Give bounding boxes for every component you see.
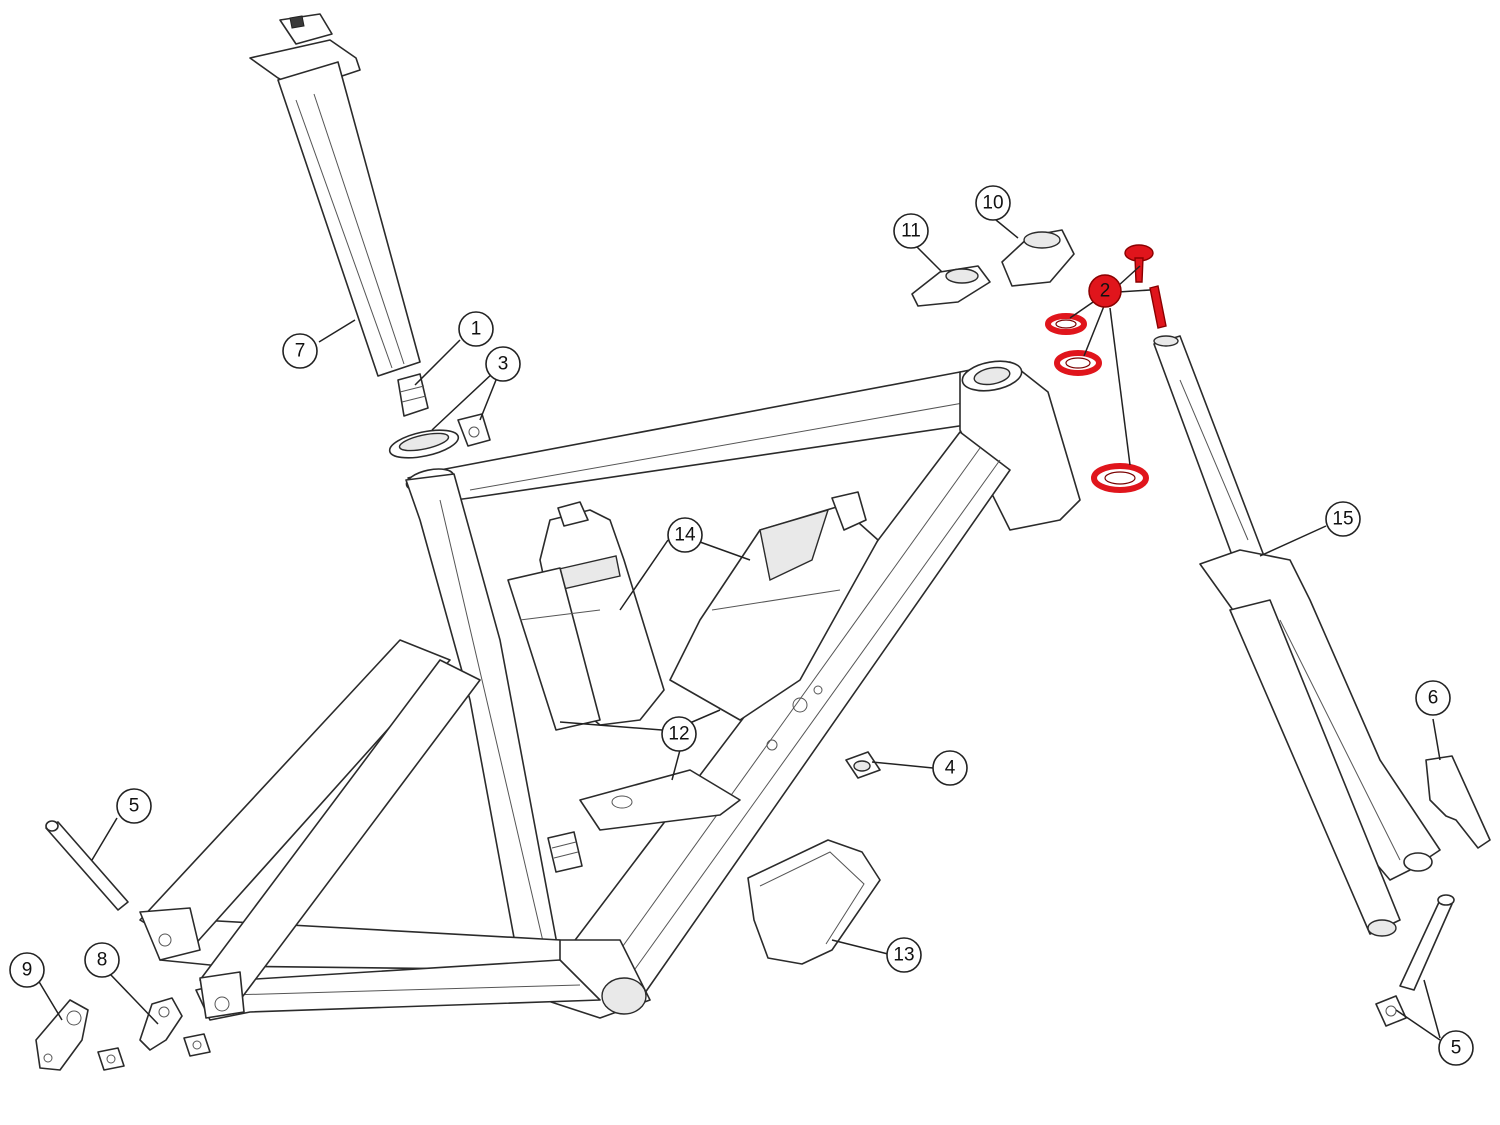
- svg-text:14: 14: [674, 525, 696, 546]
- aero-bottle-part: [669, 491, 879, 721]
- seatpost-wedge-part: [397, 373, 429, 417]
- svg-text:3: 3: [498, 354, 509, 375]
- callout-14: 14: [667, 517, 703, 553]
- fork-part: [1153, 335, 1441, 937]
- svg-text:15: 15: [1332, 509, 1353, 530]
- callout-8: 8: [84, 942, 120, 978]
- derailleur-hanger-9-part: [35, 999, 125, 1071]
- svg-text:4: 4: [945, 758, 956, 779]
- fork-guard-part: [1425, 755, 1491, 849]
- callout-5-front: 5: [1438, 1030, 1474, 1066]
- callout-9: 9: [9, 952, 45, 988]
- svg-text:2: 2: [1100, 281, 1111, 302]
- callout-7: 7: [282, 333, 318, 369]
- callout-3: 3: [485, 346, 521, 382]
- svg-text:8: 8: [97, 950, 108, 971]
- svg-text:12: 12: [668, 724, 689, 745]
- derailleur-mount-part: [547, 831, 583, 873]
- derailleur-hanger-8-part: [139, 997, 211, 1057]
- callout-13: 13: [886, 937, 922, 973]
- seatpost-part: [249, 13, 421, 377]
- svg-text:11: 11: [901, 221, 921, 242]
- svg-text:1: 1: [471, 319, 482, 340]
- callout-10: 10: [975, 185, 1011, 221]
- callout-4: 4: [932, 750, 968, 786]
- front-thru-axle-part: [1375, 894, 1455, 1027]
- rear-thru-axle-part: [45, 820, 129, 911]
- callout-15: 15: [1325, 501, 1361, 537]
- svg-text:10: 10: [982, 193, 1003, 214]
- headset-cover-10-part: [1001, 229, 1075, 287]
- water-bottle-part: [507, 501, 665, 731]
- headset-bearing-set-part: [1045, 244, 1167, 493]
- svg-text:5: 5: [129, 796, 140, 817]
- callout-1: 1: [458, 311, 494, 347]
- headset-spacer-11-part: [911, 265, 991, 307]
- callout-11: 11: [893, 213, 929, 249]
- callout-6: 6: [1415, 680, 1451, 716]
- svg-text:6: 6: [1428, 688, 1439, 709]
- svg-text:5: 5: [1451, 1038, 1462, 1059]
- seat-clamp-part: [388, 413, 491, 459]
- callout-12: 12: [661, 716, 697, 752]
- bike-frame-part: [139, 360, 1081, 1021]
- callout-5-rear: 5: [116, 788, 152, 824]
- callout-2: 2: [1088, 274, 1122, 308]
- bottle-cage-mount-part: [579, 769, 741, 831]
- svg-text:9: 9: [22, 960, 33, 981]
- svg-text:7: 7: [295, 341, 306, 362]
- svg-text:13: 13: [893, 945, 914, 966]
- cable-port-part: [845, 751, 881, 779]
- battery-cover-part: [747, 839, 881, 965]
